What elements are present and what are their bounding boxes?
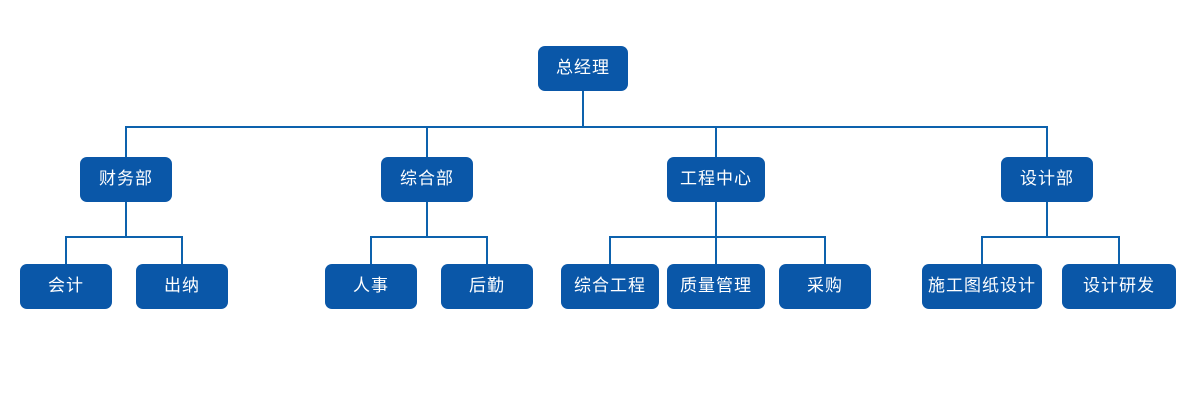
connector-general-stem <box>426 201 428 237</box>
node-quality-management[interactable]: 质量管理 <box>667 264 765 309</box>
node-label: 设计部 <box>1020 169 1074 189</box>
node-procurement[interactable]: 采购 <box>779 264 871 309</box>
node-label: 人事 <box>353 276 389 296</box>
connector-drop-quality-management <box>715 236 717 265</box>
node-label: 工程中心 <box>680 169 752 189</box>
node-finance-department[interactable]: 财务部 <box>80 157 172 202</box>
node-logistics[interactable]: 后勤 <box>441 264 533 309</box>
connector-drop-accounting <box>65 236 67 265</box>
connector-drop-comprehensive-engineering <box>609 236 611 265</box>
node-label: 采购 <box>807 276 843 296</box>
node-label: 会计 <box>48 276 84 296</box>
connector-drop-design-rnd <box>1118 236 1120 265</box>
node-label: 质量管理 <box>680 276 752 296</box>
node-engineering-center[interactable]: 工程中心 <box>667 157 765 202</box>
connector-drop-construction-drawing-design <box>981 236 983 265</box>
connector-general-bus <box>370 236 488 238</box>
connector-drop-finance <box>125 126 127 158</box>
node-general-manager[interactable]: 总经理 <box>538 46 628 91</box>
node-label: 综合部 <box>400 169 454 189</box>
node-label: 综合工程 <box>574 276 646 296</box>
connector-drop-cashier <box>181 236 183 265</box>
connector-level2-bus <box>125 126 1048 128</box>
connector-engineering-stem <box>715 201 717 237</box>
connector-drop-procurement <box>824 236 826 265</box>
node-design-department[interactable]: 设计部 <box>1001 157 1093 202</box>
connector-root-stem <box>582 91 584 128</box>
node-comprehensive-engineering[interactable]: 综合工程 <box>561 264 659 309</box>
connector-drop-design <box>1046 126 1048 158</box>
connector-drop-hr <box>370 236 372 265</box>
node-construction-drawing-design[interactable]: 施工图纸设计 <box>922 264 1042 309</box>
connector-drop-general <box>426 126 428 158</box>
node-general-affairs-department[interactable]: 综合部 <box>381 157 473 202</box>
node-cashier[interactable]: 出纳 <box>136 264 228 309</box>
connector-finance-bus <box>65 236 183 238</box>
node-label: 后勤 <box>469 276 505 296</box>
node-label: 总经理 <box>556 58 610 78</box>
node-accounting[interactable]: 会计 <box>20 264 112 309</box>
connector-finance-stem <box>125 201 127 237</box>
node-label: 财务部 <box>99 169 153 189</box>
connector-design-bus <box>981 236 1119 238</box>
connector-engineering-bus <box>609 236 826 238</box>
connector-drop-logistics <box>486 236 488 265</box>
connector-drop-engineering <box>715 126 717 158</box>
node-label: 出纳 <box>164 276 200 296</box>
connector-design-stem <box>1046 201 1048 237</box>
node-design-research-development[interactable]: 设计研发 <box>1062 264 1176 309</box>
node-label: 设计研发 <box>1083 276 1155 296</box>
node-label: 施工图纸设计 <box>928 276 1036 296</box>
node-human-resources[interactable]: 人事 <box>325 264 417 309</box>
